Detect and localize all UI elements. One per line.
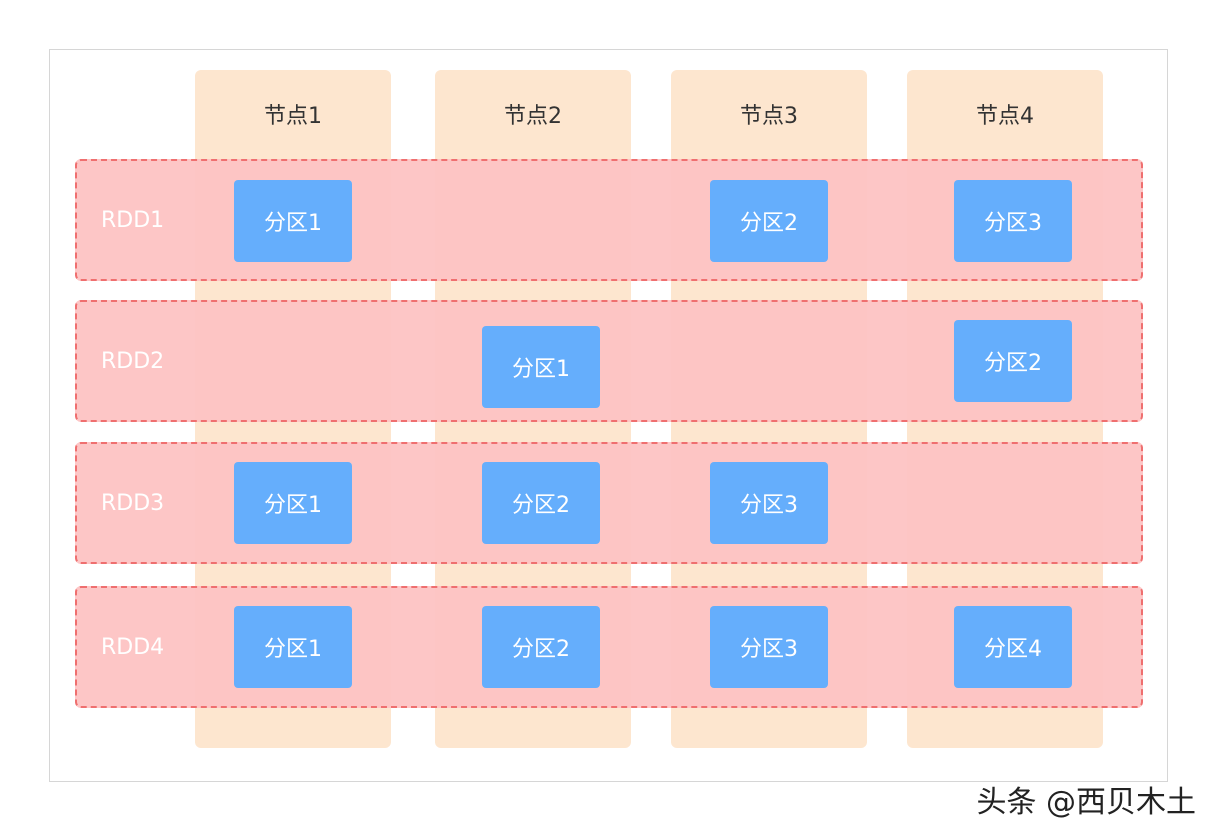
partition-box: 分区3: [954, 180, 1072, 262]
rdd-label: RDD3: [101, 490, 165, 516]
partition-box: 分区1: [234, 462, 352, 544]
partition-box: 分区1: [482, 326, 600, 408]
node-label: 节点2: [504, 104, 562, 129]
node-label: 节点4: [976, 104, 1034, 129]
partition-box: 分区2: [954, 320, 1072, 402]
partition-box: 分区2: [710, 180, 828, 262]
rdd-label: RDD4: [101, 634, 165, 660]
partition-box: 分区4: [954, 606, 1072, 688]
partition-box: 分区1: [234, 180, 352, 262]
node-label: 节点3: [740, 104, 798, 129]
partition-box: 分区3: [710, 462, 828, 544]
partition-box: 分区3: [710, 606, 828, 688]
partition-box: 分区2: [482, 462, 600, 544]
rdd-label: RDD2: [101, 348, 165, 374]
partition-box: 分区2: [482, 606, 600, 688]
rdd-label: RDD1: [101, 207, 165, 233]
node-label: 节点1: [264, 104, 322, 129]
watermark-text: 头条 @西贝木土: [976, 785, 1196, 820]
partition-box: 分区1: [234, 606, 352, 688]
